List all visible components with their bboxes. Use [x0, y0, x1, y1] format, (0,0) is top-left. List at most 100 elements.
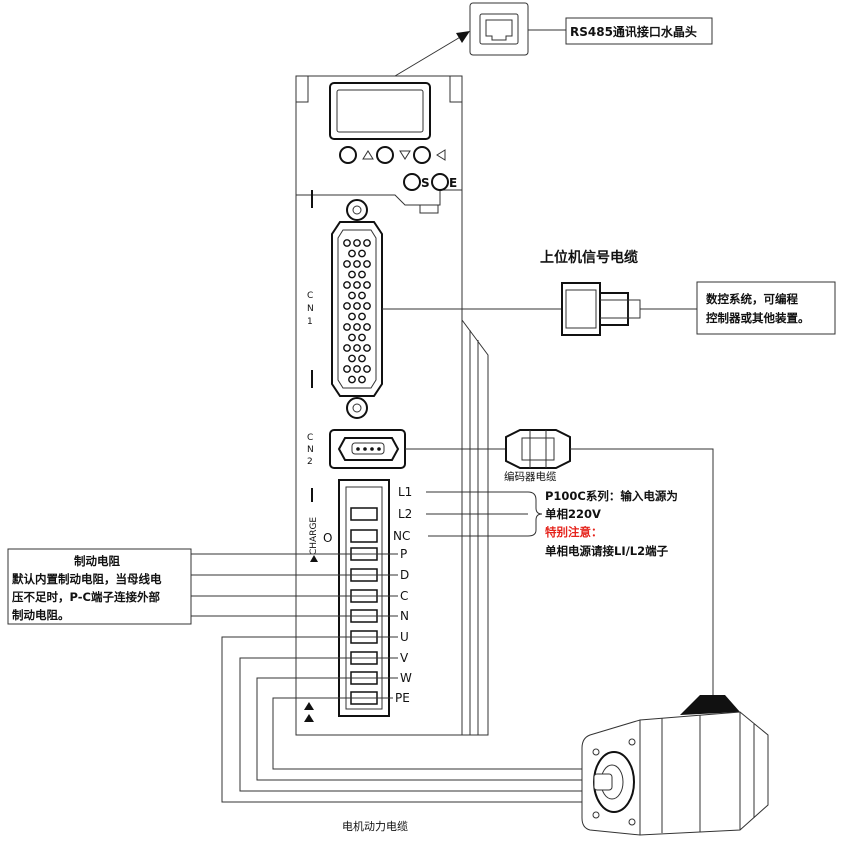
brake-resistor-note: 制动电阻 默认内置制动电阻，当母线电 压不足时，P-C端子连接外部 制动电阻。	[7, 548, 386, 625]
terminal-pin-l2	[350, 507, 378, 521]
terminal-label-l1: L1	[398, 485, 412, 499]
charge-led: O	[323, 531, 332, 545]
key-mode[interactable]	[339, 146, 357, 164]
cn1-pin	[353, 323, 361, 331]
motor-encoder-cap	[680, 695, 740, 715]
motor-power-cable-label: 电机动力电缆	[342, 819, 408, 833]
brake-note-title: 制动电阻	[74, 554, 120, 568]
power-note-line2: 单相220V	[545, 507, 601, 521]
terminal-label-c: C	[400, 589, 408, 603]
cn1-pin	[343, 302, 351, 310]
cn1-pin	[353, 344, 361, 352]
cnc-note-line1: 数控系统，可编程	[706, 292, 798, 306]
brake-note-line3: 制动电阻。	[12, 608, 70, 622]
terminal-label-u: U	[400, 630, 409, 644]
cn1-label-c: C	[307, 291, 313, 301]
charge-label: CHARGE	[309, 517, 319, 555]
cn1-pin	[348, 270, 356, 279]
cn1-pin	[353, 281, 361, 289]
cn1-pin	[343, 239, 351, 247]
cn1-pin	[363, 302, 371, 310]
key-e[interactable]	[431, 173, 449, 191]
key-up[interactable]	[376, 146, 394, 164]
cn1-pin	[358, 333, 366, 342]
terminal-label-p: P	[400, 547, 407, 561]
terminal-label-l2: L2	[398, 507, 412, 521]
drive-front-panel	[295, 75, 463, 736]
led-display	[329, 82, 431, 140]
cn1-pin	[343, 260, 351, 268]
cn1-pin	[353, 260, 361, 268]
cn1-pin	[358, 291, 366, 300]
cn1-pin	[343, 281, 351, 289]
power-note-line1: P100C系列：输入电源为	[545, 489, 678, 503]
power-note-attention: 特别注意：	[545, 525, 603, 539]
cn1-pin	[343, 365, 351, 373]
motor-shaft	[593, 773, 613, 791]
key-e-label: E	[449, 176, 457, 190]
brake-note-line2: 压不足时，P-C端子连接外部	[12, 590, 160, 604]
terminal-label-w: W	[400, 671, 412, 685]
cn1-pin	[363, 344, 371, 352]
key-down[interactable]	[413, 146, 431, 164]
cn1-pin	[353, 239, 361, 247]
power-note: P100C系列：输入电源为 单相220V 特别注意： 单相电源请接LI/L2端子	[426, 489, 678, 558]
terminal-label-pe: PE	[395, 691, 410, 705]
cn1-pin	[363, 239, 371, 247]
cn1-pin	[363, 323, 371, 331]
rs485-label: RS485通讯接口水晶头	[570, 24, 697, 39]
cn1-label-1: 1	[307, 317, 313, 327]
cn1-pin	[348, 312, 356, 321]
terminal-label-v: V	[400, 651, 409, 665]
up-arrow-icon	[362, 150, 374, 160]
cn1-pin	[363, 365, 371, 373]
servo-drive: S E C N 1 C N 2	[295, 75, 489, 736]
rs485-connector	[469, 2, 529, 56]
warning-triangle-icon-3	[304, 714, 314, 722]
key-s-label: S	[421, 176, 430, 190]
brake-note-line1: 默认内置制动电阻，当母线电	[12, 572, 162, 586]
warning-triangle-icon-2	[304, 702, 314, 710]
cn1-pin	[343, 323, 351, 331]
warning-triangle-icon	[310, 555, 318, 562]
cn1-pin	[358, 354, 366, 363]
cn1-pin	[343, 344, 351, 352]
terminal-label-n: N	[400, 609, 409, 623]
down-arrow-icon	[399, 150, 411, 160]
cn1-pin	[358, 270, 366, 279]
left-arrow-icon	[436, 149, 446, 161]
db-signal-plug	[561, 282, 641, 336]
brake-note-box	[7, 548, 192, 625]
keypad: S E	[339, 146, 457, 191]
cn1-pin	[358, 375, 366, 384]
cn1-pin	[363, 281, 371, 289]
cn1-pin	[363, 260, 371, 268]
cn1-pin	[358, 249, 366, 258]
key-s[interactable]	[403, 173, 421, 191]
cnc-note-box	[696, 281, 836, 335]
motor-power-cables	[221, 636, 590, 803]
rs485-arrow-line	[394, 35, 463, 77]
rs485-jack-icon	[485, 19, 513, 41]
cn1-pin	[358, 312, 366, 321]
cn1-pin	[353, 302, 361, 310]
terminal-label-d: D	[400, 568, 409, 582]
cn1-pin	[348, 249, 356, 258]
cn2-label-c: C	[307, 433, 313, 443]
cnc-note-line2: 控制器或其他装置。	[706, 311, 810, 325]
drive-side-panel	[461, 318, 489, 736]
cn1-label-n: N	[307, 304, 314, 314]
terminal-block	[338, 479, 390, 717]
terminal-pin-nc	[350, 529, 378, 543]
terminal-label-nc: NC	[393, 529, 410, 543]
cn1-pins	[343, 239, 371, 384]
rs485-arrow-head	[456, 31, 470, 43]
motor-body	[639, 711, 769, 836]
encoder-plug	[505, 429, 571, 469]
servo-motor	[581, 695, 769, 836]
cn1-pin	[348, 333, 356, 342]
cn2-label-n: N	[307, 445, 314, 455]
power-note-line3: 单相电源请接LI/L2端子	[545, 544, 669, 558]
cn1-pin	[348, 291, 356, 300]
